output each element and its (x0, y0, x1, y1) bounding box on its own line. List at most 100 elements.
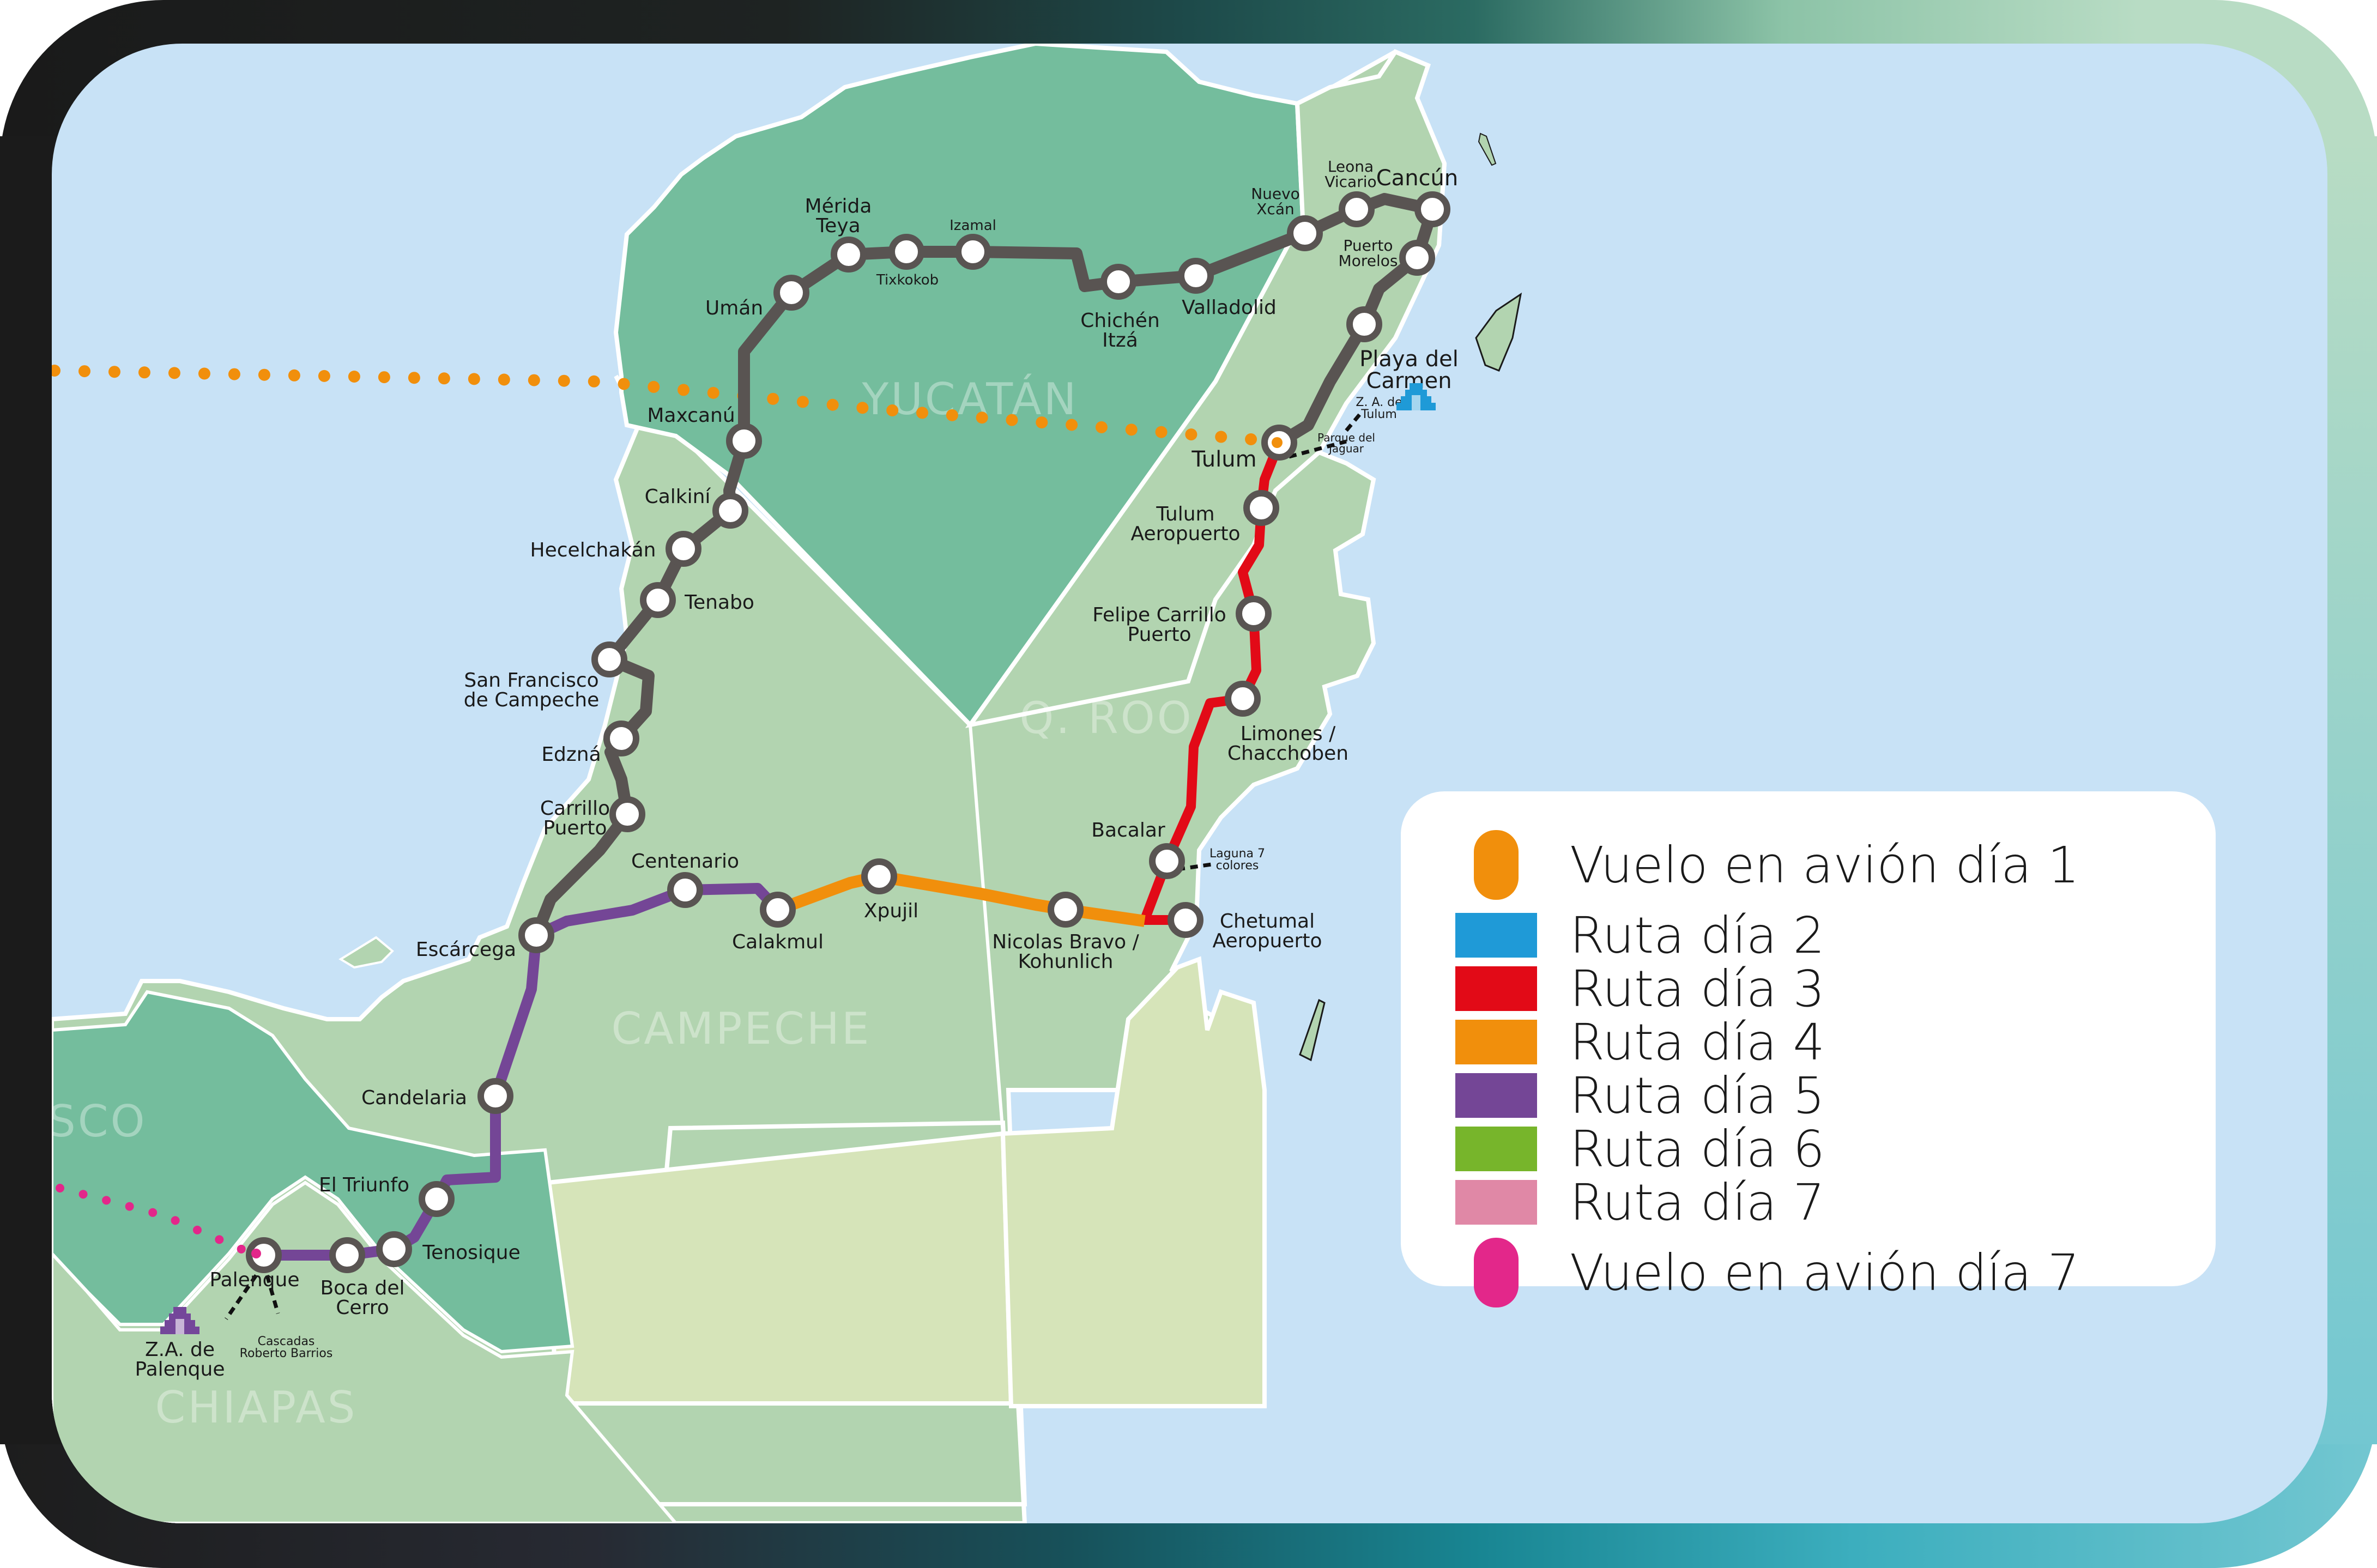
station-marker-icon[interactable] (329, 1237, 365, 1273)
station-label: Umán (705, 297, 763, 319)
station-marker-icon[interactable] (726, 423, 762, 459)
station-marker-icon[interactable] (640, 582, 676, 618)
station-tenosique[interactable]: Tenosique (376, 1231, 521, 1267)
station-palenque[interactable]: Palenque (210, 1237, 300, 1291)
station-label: Centenario (631, 850, 739, 873)
legend-label: Ruta día 2 (1570, 906, 1825, 965)
station-limones[interactable]: Limones /Chacchoben (1225, 681, 1348, 765)
legend-label: Vuelo en avión día 7 (1570, 1243, 2080, 1302)
legend-item-flight-day-1: Vuelo en avión día 1 (1401, 821, 2216, 909)
station-marker-icon[interactable] (712, 493, 748, 529)
station-hecelchakan[interactable]: Hecelchakán (530, 531, 701, 567)
station-label: Tulum (1191, 447, 1256, 472)
station-label: Cancún (1376, 166, 1459, 191)
flight-dot-icon (1474, 1238, 1519, 1307)
station-marker-icon[interactable] (1225, 681, 1261, 717)
station-marker-icon[interactable] (1168, 902, 1203, 938)
state-label: BASCO (0, 1096, 147, 1147)
station-marker-icon[interactable] (1236, 596, 1272, 632)
legend-item-day-6: Ruta día 6 (1401, 1120, 2216, 1178)
station-marker-icon[interactable] (831, 237, 867, 273)
route-swatch-icon (1455, 1127, 1537, 1171)
station-edzna[interactable]: Edzná (541, 721, 639, 766)
station-marker-icon[interactable] (609, 796, 645, 832)
station-marker-icon[interactable] (773, 275, 809, 311)
state-label: CHIAPAS (155, 1382, 358, 1433)
station-marker-icon[interactable] (1178, 258, 1214, 294)
station-label: Bacalar (1091, 819, 1165, 841)
station-el-triunfo[interactable]: El Triunfo (319, 1174, 455, 1217)
station-marker-icon[interactable] (603, 721, 639, 756)
station-marker-icon[interactable] (376, 1231, 412, 1267)
station-label: Tenabo (684, 591, 754, 614)
station-marker-icon[interactable] (1149, 843, 1185, 879)
station-marker-icon[interactable] (861, 858, 897, 894)
flight-day-1-path (52, 365, 1284, 447)
station-marker-icon[interactable] (591, 641, 627, 677)
station-calkini[interactable]: Calkiní (645, 486, 748, 529)
station-marker-icon[interactable] (1414, 191, 1450, 227)
station-marker-icon[interactable] (1399, 240, 1435, 276)
station-bacalar[interactable]: Bacalar (1091, 819, 1185, 879)
station-marker-icon[interactable] (955, 234, 991, 270)
station-marker-icon[interactable] (888, 234, 924, 270)
station-escarcega[interactable]: Escárcega (416, 917, 554, 961)
station-nicolas-bravo[interactable]: Nicolas Bravo /Kohunlich (992, 892, 1140, 973)
station-marker-icon[interactable] (1048, 892, 1084, 928)
station-cancun[interactable]: Cancún (1376, 166, 1459, 227)
station-maxcanu[interactable]: Maxcanú (647, 404, 762, 459)
station-label: Palenque (210, 1269, 300, 1291)
station-candelaria[interactable]: Candelaria (361, 1078, 513, 1114)
station-marker-icon[interactable] (477, 1078, 513, 1114)
station-marker-icon[interactable] (666, 531, 701, 567)
station-marker-icon[interactable] (760, 892, 796, 928)
station-marker-icon[interactable] (1287, 215, 1323, 251)
station-izamal[interactable]: Izamal (949, 217, 996, 270)
station-marker-icon[interactable] (1243, 490, 1279, 526)
legend-label: Vuelo en avión día 1 (1570, 836, 2080, 894)
station-marker-icon[interactable] (1100, 264, 1136, 300)
state-border (969, 724, 1005, 1134)
station-marker-icon[interactable] (246, 1237, 282, 1273)
station-label: Candelaria (361, 1087, 467, 1109)
legend-label: Ruta día 3 (1570, 959, 1825, 1018)
station-centenario[interactable]: Centenario (631, 850, 739, 908)
station-uman[interactable]: Umán (705, 275, 809, 319)
legend-item-day-3: Ruta día 3 (1401, 959, 2216, 1018)
station-label: Nicolas Bravo /Kohunlich (992, 931, 1139, 973)
station-valladolid[interactable]: Valladolid (1178, 258, 1277, 319)
station-marker-icon[interactable] (1339, 191, 1375, 227)
station-marker-icon[interactable] (1346, 306, 1382, 342)
island-ambergris (1299, 998, 1326, 1062)
station-xpujil[interactable]: Xpujil (861, 858, 918, 922)
station-calakmul[interactable]: Calakmul (732, 892, 824, 953)
station-marker-icon[interactable] (518, 917, 554, 953)
station-tenabo[interactable]: Tenabo (640, 582, 754, 618)
route-swatch-icon (1455, 966, 1537, 1011)
station-marker-icon[interactable] (419, 1181, 455, 1217)
station-marker-icon[interactable] (667, 872, 703, 908)
state-label: CAMPECHE (612, 1003, 872, 1054)
station-tixkokob[interactable]: Tixkokob (876, 234, 939, 288)
